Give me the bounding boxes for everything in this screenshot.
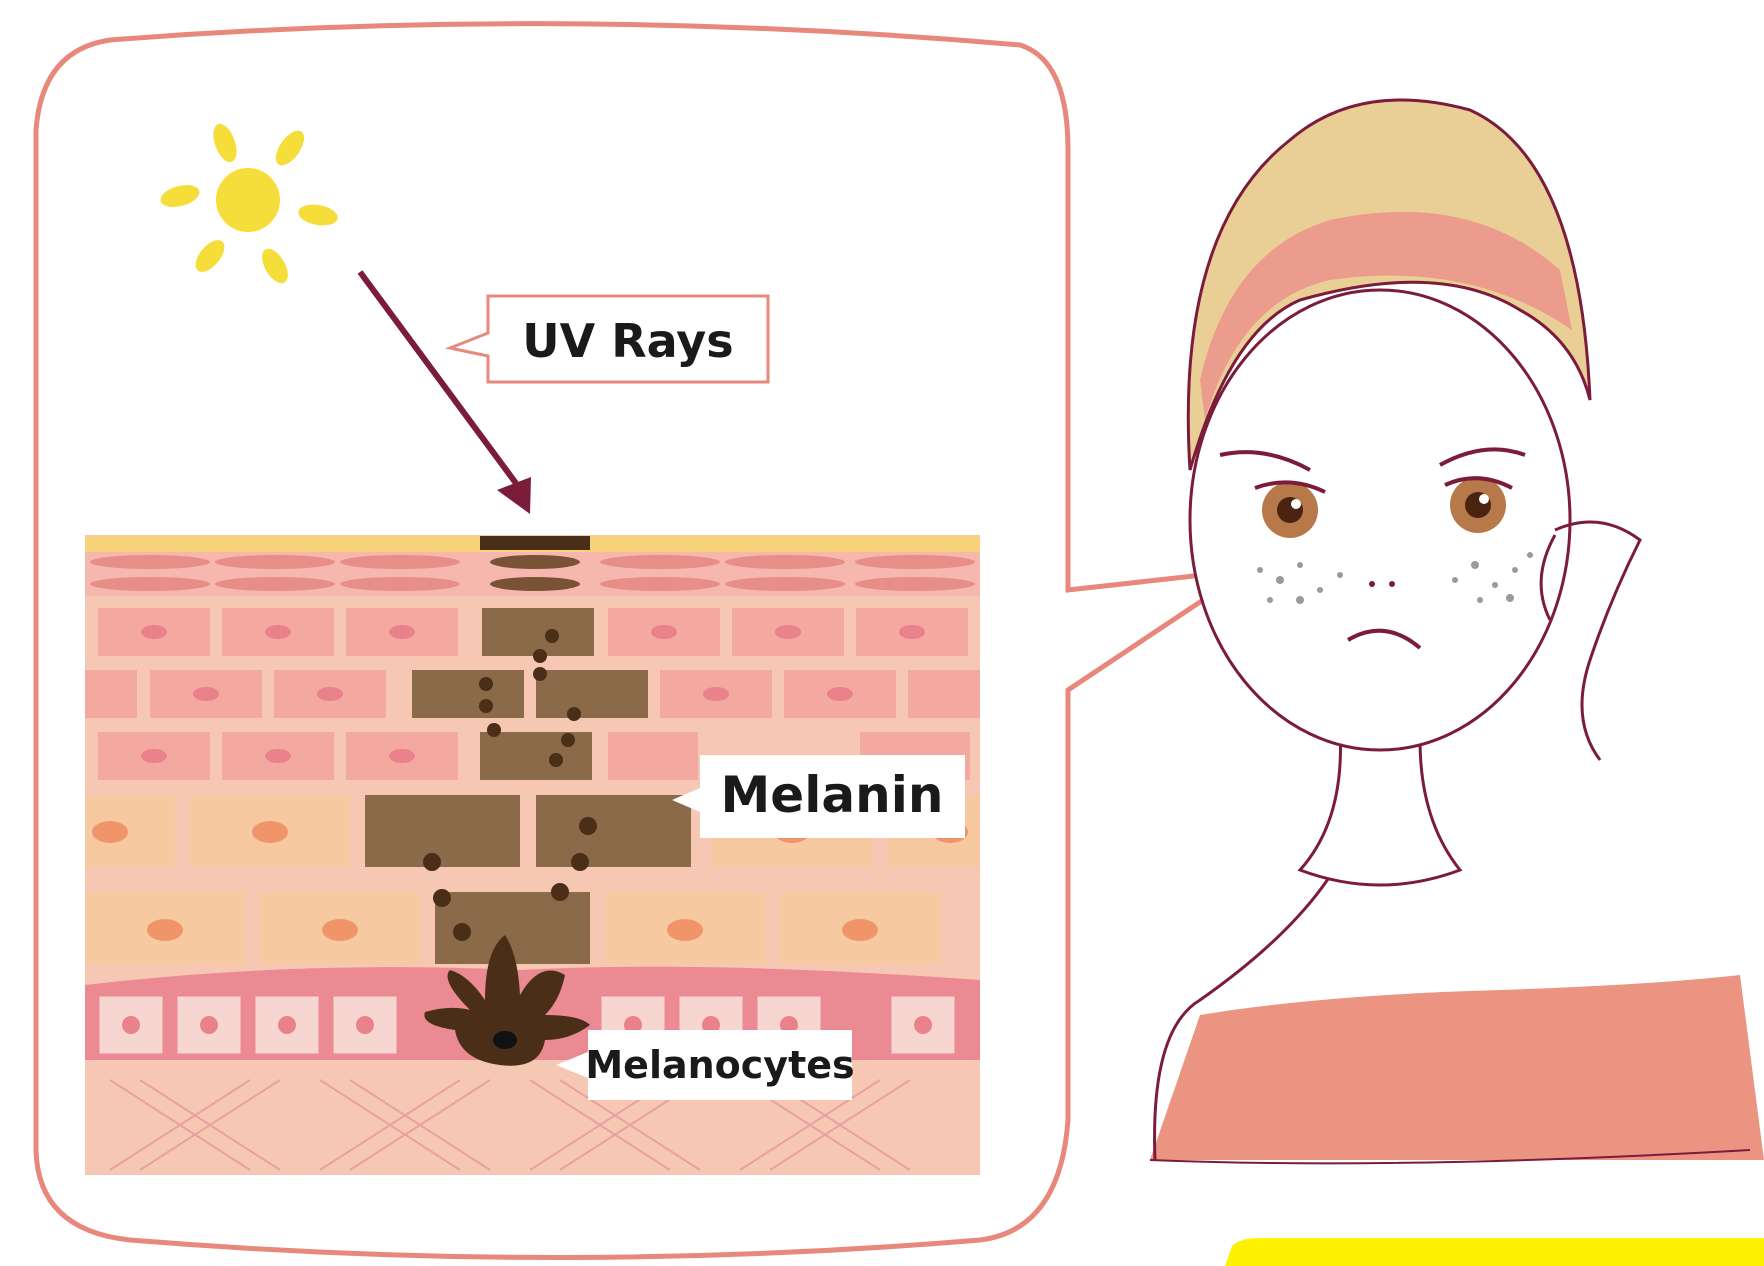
- melanocytes-label-box: Melanocytes: [556, 1030, 855, 1100]
- highlight-strip: [1225, 1238, 1764, 1266]
- melanin-label-box: Melanin: [672, 755, 965, 838]
- melanin-label: Melanin: [721, 766, 944, 824]
- uv-rays-label: UV Rays: [522, 314, 733, 368]
- uv-rays-label-box: UV Rays: [450, 296, 768, 382]
- woman-with-freckles-illustration: [1150, 100, 1764, 1163]
- melanocytes-label: Melanocytes: [585, 1043, 854, 1087]
